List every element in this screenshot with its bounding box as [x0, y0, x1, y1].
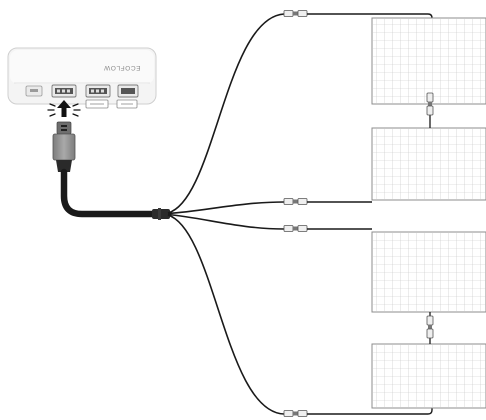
mc4-connector-icon — [283, 225, 308, 232]
branch-cable-2 — [167, 201, 285, 215]
port-dc-output — [117, 84, 139, 98]
device-brand-label: ECOFLOW — [103, 64, 140, 71]
solar-panel-2 — [371, 127, 486, 201]
series-connector-lower — [426, 312, 434, 344]
branch-cable-3 — [167, 213, 285, 230]
mc4-connector-icon — [283, 410, 308, 417]
mc4-connector-icon — [283, 198, 308, 205]
port-solar-input — [51, 84, 77, 98]
main-cable — [60, 168, 170, 220]
xt60-plug-icon — [52, 121, 76, 172]
solar-panel-4 — [371, 343, 486, 409]
branch-cable-1 — [167, 13, 285, 214]
solar-panel-1 — [371, 17, 486, 105]
port-ac — [25, 85, 43, 97]
series-connector-upper — [426, 92, 434, 128]
port-usb-group — [85, 84, 111, 98]
branch-cable-4 — [167, 214, 285, 415]
solar-panel-3 — [371, 231, 486, 313]
up-arrow-icon — [47, 100, 81, 117]
port-plug-right — [116, 99, 138, 109]
port-plug-left — [85, 99, 109, 109]
branch-cables — [167, 13, 285, 415]
mc4-connector-icon — [283, 10, 308, 17]
power-station: ECOFLOW — [7, 47, 157, 109]
